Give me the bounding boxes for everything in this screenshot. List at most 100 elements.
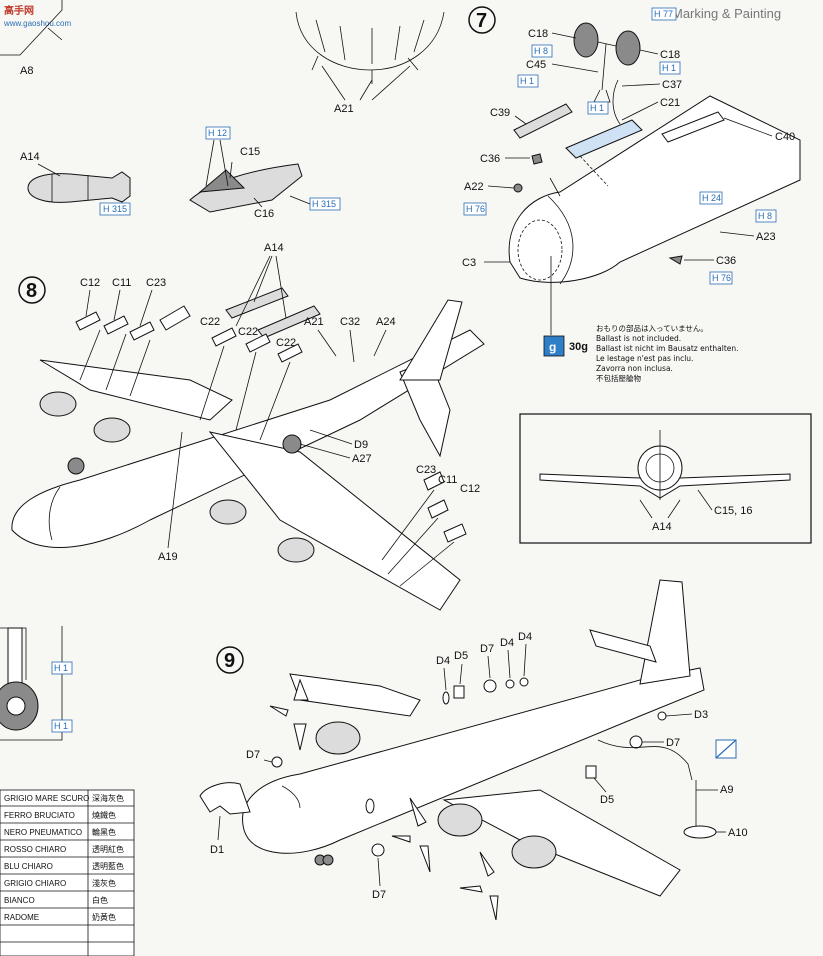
label-c23-right: C23 bbox=[416, 464, 436, 476]
c15-c16-pylon: H 12 C15 C16 H 315 bbox=[189, 126, 341, 220]
svg-text:Ballast is not included.: Ballast is not included. bbox=[596, 334, 681, 343]
svg-text:透明藍色: 透明藍色 bbox=[92, 861, 124, 871]
svg-text:BLU CHIARO: BLU CHIARO bbox=[4, 862, 53, 871]
ballast-weight: 30g bbox=[569, 341, 588, 353]
label-c12-right: C12 bbox=[460, 483, 480, 495]
hint-h1-gear-a: H 1 bbox=[54, 663, 68, 673]
step-7: 7 H 77 C18 H 8 C18 H 1 C45 C37 H 1 C39 H… bbox=[462, 6, 801, 383]
svg-text:淺灰色: 淺灰色 bbox=[92, 878, 116, 888]
hint-h8-step7: H 8 bbox=[534, 46, 548, 56]
label-c32: C32 bbox=[340, 316, 360, 328]
svg-text:不包括壓艙物: 不包括壓艙物 bbox=[596, 373, 641, 383]
label-a22: A22 bbox=[464, 181, 484, 193]
label-d9: D9 bbox=[354, 439, 368, 451]
label-c15: C15 bbox=[240, 146, 260, 158]
color-table: GRIGIO MARE SCURO 深海灰色 FERRO BRUCIATO 燒鐵… bbox=[0, 789, 135, 956]
hint-h8-a23: H 8 bbox=[758, 211, 772, 221]
hint-h1-gear-b: H 1 bbox=[54, 721, 68, 731]
step-9-number: 9 bbox=[224, 650, 235, 672]
svg-text:Zavorra non inclusa.: Zavorra non inclusa. bbox=[596, 364, 673, 373]
step-8-number: 8 bbox=[26, 280, 37, 302]
label-a14-inset: A14 bbox=[652, 521, 672, 533]
hint-h315-pylon: H 315 bbox=[312, 199, 336, 209]
label-a14-left: A14 bbox=[20, 151, 40, 163]
svg-text:ROSSO CHIARO: ROSSO CHIARO bbox=[4, 845, 66, 854]
color-row: GRIGIO MARE SCURO 深海灰色 bbox=[4, 793, 124, 803]
a14-bomb-drawing: A14 H 315 bbox=[20, 151, 131, 216]
hint-h1-c45: H 1 bbox=[520, 76, 534, 86]
label-a21-step8: A21 bbox=[304, 316, 324, 328]
label-c15-16: C15, 16 bbox=[714, 505, 753, 517]
watermark-url: www.gaoshou.com bbox=[3, 19, 71, 28]
label-d7-top: D7 bbox=[480, 643, 494, 655]
label-c36-low: C36 bbox=[716, 255, 736, 267]
svg-text:NERO PNEUMATICO: NERO PNEUMATICO bbox=[4, 828, 82, 837]
step-8: 8 C12 C11 C23 bbox=[11, 242, 812, 611]
label-a21-top: A21 bbox=[334, 103, 354, 115]
label-d4-c: D4 bbox=[518, 631, 532, 643]
svg-text:奶黃色: 奶黃色 bbox=[92, 912, 116, 922]
hint-h76-top: H 76 bbox=[466, 204, 485, 214]
label-c23-left: C23 bbox=[146, 277, 166, 289]
hint-h1-tray: H 1 bbox=[590, 103, 604, 113]
ballast-notes: おもりの部品は入っていません。 Ballast is not included.… bbox=[596, 323, 739, 383]
label-d5-low: D5 bbox=[600, 794, 614, 806]
color-row: BLU CHIARO 透明藍色 bbox=[4, 861, 124, 871]
step-9: 9 D1 bbox=[199, 579, 748, 921]
label-a24: A24 bbox=[376, 316, 396, 328]
label-d1: D1 bbox=[210, 844, 224, 856]
color-row: BIANCO 白色 bbox=[4, 895, 108, 905]
svg-text:Ballast ist nicht im Bausatz e: Ballast ist nicht im Bausatz enthalten. bbox=[596, 344, 739, 353]
color-row: NERO PNEUMATICO 輪黑色 bbox=[4, 827, 116, 837]
watermark: 高手网 www.gaoshou.com bbox=[3, 4, 71, 28]
svg-text:輪黑色: 輪黑色 bbox=[92, 827, 116, 837]
label-c3: C3 bbox=[462, 257, 476, 269]
label-c16: C16 bbox=[254, 208, 274, 220]
a21-drawing: A21 bbox=[295, 11, 445, 115]
label-c22-c: C22 bbox=[276, 337, 296, 349]
label-a10: A10 bbox=[728, 827, 748, 839]
margin-heading: Marking & Painting bbox=[672, 6, 781, 21]
label-c11-left: C11 bbox=[112, 277, 131, 289]
svg-text:おもりの部品は入っていません。: おもりの部品は入っていません。 bbox=[596, 323, 708, 333]
hint-h1-wheel: H 1 bbox=[662, 63, 676, 73]
svg-text:燒鐵色: 燒鐵色 bbox=[92, 810, 116, 820]
ballast-weight-icon bbox=[543, 335, 565, 357]
hint-h76-low: H 76 bbox=[712, 273, 731, 283]
label-a19: A19 bbox=[158, 551, 178, 563]
color-row: GRIGIO CHIARO 淺灰色 bbox=[4, 878, 116, 888]
color-row: RADOME 奶黃色 bbox=[4, 912, 116, 922]
hint-h315-left: H 315 bbox=[103, 204, 127, 214]
inset-box bbox=[519, 413, 812, 544]
label-c18-right: C18 bbox=[660, 49, 680, 61]
svg-text:深海灰色: 深海灰色 bbox=[92, 793, 124, 803]
label-a8: A8 bbox=[20, 65, 33, 77]
a8-fragment: A8 bbox=[0, 0, 63, 77]
label-d7-left: D7 bbox=[246, 749, 260, 761]
label-d7-bottom: D7 bbox=[372, 889, 386, 901]
label-c22-b: C22 bbox=[238, 326, 258, 338]
svg-text:Le lestage n'est pas inclu.: Le lestage n'est pas inclu. bbox=[596, 354, 693, 363]
label-d5-top: D5 bbox=[454, 650, 468, 662]
hint-h12: H 12 bbox=[208, 128, 227, 138]
label-c18-top: C18 bbox=[528, 28, 548, 40]
label-a14-step8: A14 bbox=[264, 242, 284, 254]
label-d4-b: D4 bbox=[500, 637, 514, 649]
hint-h77: H 77 bbox=[654, 9, 673, 19]
label-c39: C39 bbox=[490, 107, 510, 119]
label-c40: C40 bbox=[775, 131, 795, 143]
svg-text:透明紅色: 透明紅色 bbox=[92, 844, 124, 854]
label-c36-top: C36 bbox=[480, 153, 500, 165]
svg-text:RADOME: RADOME bbox=[4, 913, 39, 922]
label-c21: C21 bbox=[660, 97, 680, 109]
label-c22-a: C22 bbox=[200, 316, 220, 328]
svg-text:白色: 白色 bbox=[92, 895, 108, 905]
label-d3: D3 bbox=[694, 709, 708, 721]
svg-text:FERRO BRUCIATO: FERRO BRUCIATO bbox=[4, 811, 75, 820]
landing-gear-fragment: H 1 H 1 bbox=[0, 626, 73, 741]
label-a27: A27 bbox=[352, 453, 372, 465]
label-c12-left: C12 bbox=[80, 277, 100, 289]
label-a23: A23 bbox=[756, 231, 776, 243]
hint-h24: H 24 bbox=[702, 193, 721, 203]
svg-text:GRIGIO CHIARO: GRIGIO CHIARO bbox=[4, 879, 66, 888]
